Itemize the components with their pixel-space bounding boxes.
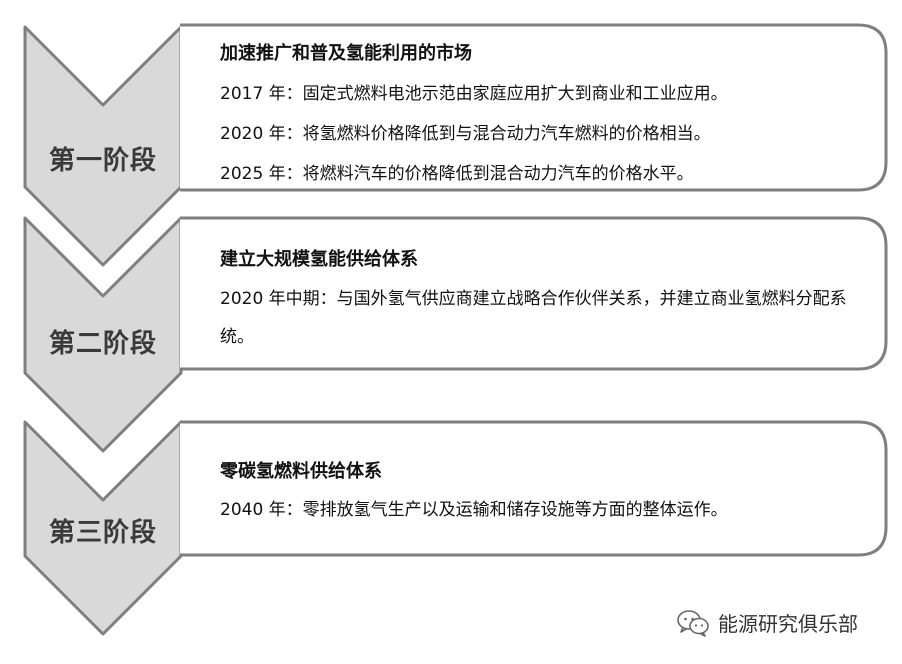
stage-1-label: 第一阶段: [48, 146, 157, 176]
wechat-icon: [677, 609, 709, 637]
stage-3-line: 2040 年：零排放氢气生产以及运输和储存设施等方面的整体运作。: [220, 500, 728, 520]
stage-1-line: 2025 年：将燃料汽车的价格降低到混合动力汽车的价格水平。: [220, 164, 694, 184]
stage-3-content: 零碳氢燃料供给体系 2040 年：零排放氢气生产以及运输和储存设施等方面的整体运…: [180, 448, 880, 528]
stage-3-title: 零碳氢燃料供给体系: [220, 461, 382, 482]
stage-2-line: 2020 年中期：与国外氢气供应商建立战略合作伙伴关系，并建立商业氢燃料分配系统…: [220, 289, 847, 347]
stage-1-line: 2017 年：固定式燃料电池示范由家庭应用扩大到商业和工业应用。: [220, 84, 728, 104]
stage-1-content: 加速推广和普及氢能利用的市场 2017 年：固定式燃料电池示范由家庭应用扩大到商…: [180, 30, 880, 194]
stage-3-box: [180, 420, 888, 557]
stage-1-line: 2020 年：将氢燃料价格降低到与混合动力汽车燃料的价格相当。: [220, 124, 711, 144]
stage-2-box: [180, 216, 888, 371]
stage-2-title: 建立大规模氢能供给体系: [220, 249, 418, 270]
stage-1-box: [180, 23, 888, 192]
stage-1-title: 加速推广和普及氢能利用的市场: [220, 43, 472, 64]
stage-2-arrow: [23, 216, 183, 453]
watermark: 能源研究俱乐部: [676, 608, 858, 637]
stage-2-label: 第二阶段: [48, 329, 157, 359]
stage-2-content: 建立大规模氢能供给体系 2020 年中期：与国外氢气供应商建立战略合作伙伴关系，…: [180, 236, 880, 356]
stage-3-label: 第三阶段: [48, 518, 157, 548]
watermark-text: 能源研究俱乐部: [718, 612, 858, 636]
